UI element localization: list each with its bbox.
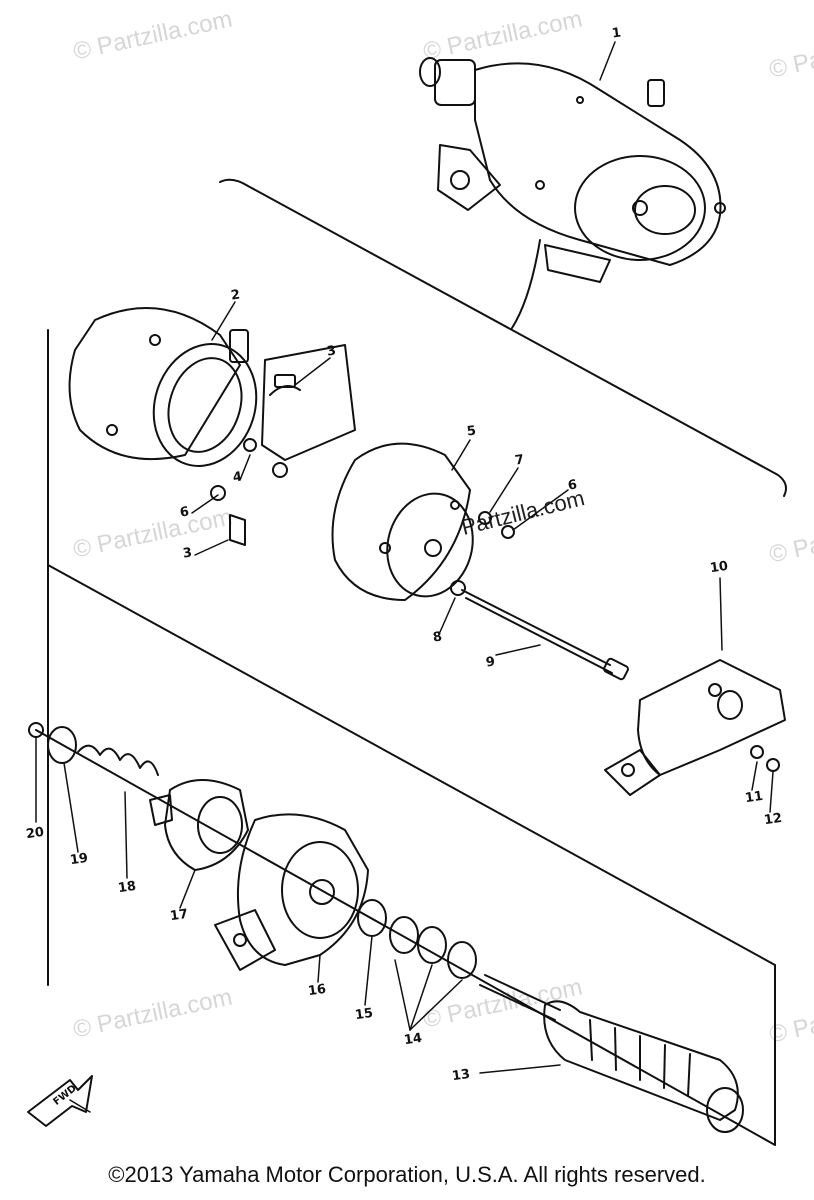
assembly-bracket-line <box>219 178 787 497</box>
callout-6: 6 <box>179 504 191 521</box>
fwd-arrow-icon <box>27 1075 93 1127</box>
callout-17: 17 <box>169 906 190 925</box>
callout-14: 14 <box>403 1030 424 1049</box>
callout-18: 18 <box>117 878 138 897</box>
callout-3: 3 <box>326 343 338 360</box>
callout-12: 12 <box>763 810 784 829</box>
callout-2: 2 <box>230 287 242 304</box>
callout-4: 4 <box>232 469 244 486</box>
part-16-front-cover <box>214 813 369 971</box>
part-10-bracket <box>604 659 786 796</box>
exploded-frame <box>35 329 776 1146</box>
callout-9: 9 <box>485 654 497 671</box>
callout-5: 5 <box>466 423 478 440</box>
parts-17-20-pinion <box>28 722 249 871</box>
callout-13: 13 <box>451 1066 472 1085</box>
part-2-yoke <box>68 307 258 467</box>
part-1-starter-motor-assembly <box>419 57 726 283</box>
callout-20: 20 <box>25 824 46 843</box>
callout-1: 1 <box>611 25 623 42</box>
starter-motor-exploded-diagram <box>27 41 787 1146</box>
callout-8: 8 <box>432 629 444 646</box>
callout-16: 16 <box>307 981 328 1000</box>
part-9-through-bolt <box>461 589 629 681</box>
part-3-4-brush-plate <box>210 344 356 546</box>
callout-6: 6 <box>567 477 579 494</box>
parts-11-12-nut-washer <box>750 745 780 772</box>
callout-11: 11 <box>744 788 765 807</box>
part-5-end-cover <box>331 442 474 601</box>
callout-10: 10 <box>709 558 730 577</box>
part-13-armature <box>479 974 744 1133</box>
callout-19: 19 <box>69 850 90 869</box>
callout-3: 3 <box>182 545 194 562</box>
callout-7: 7 <box>514 452 526 469</box>
parts-6-7-8-fasteners <box>450 511 515 596</box>
leader-lines <box>35 41 774 1113</box>
copyright-footer: ©2013 Yamaha Motor Corporation, U.S.A. A… <box>108 1162 706 1187</box>
callout-15: 15 <box>354 1005 375 1024</box>
